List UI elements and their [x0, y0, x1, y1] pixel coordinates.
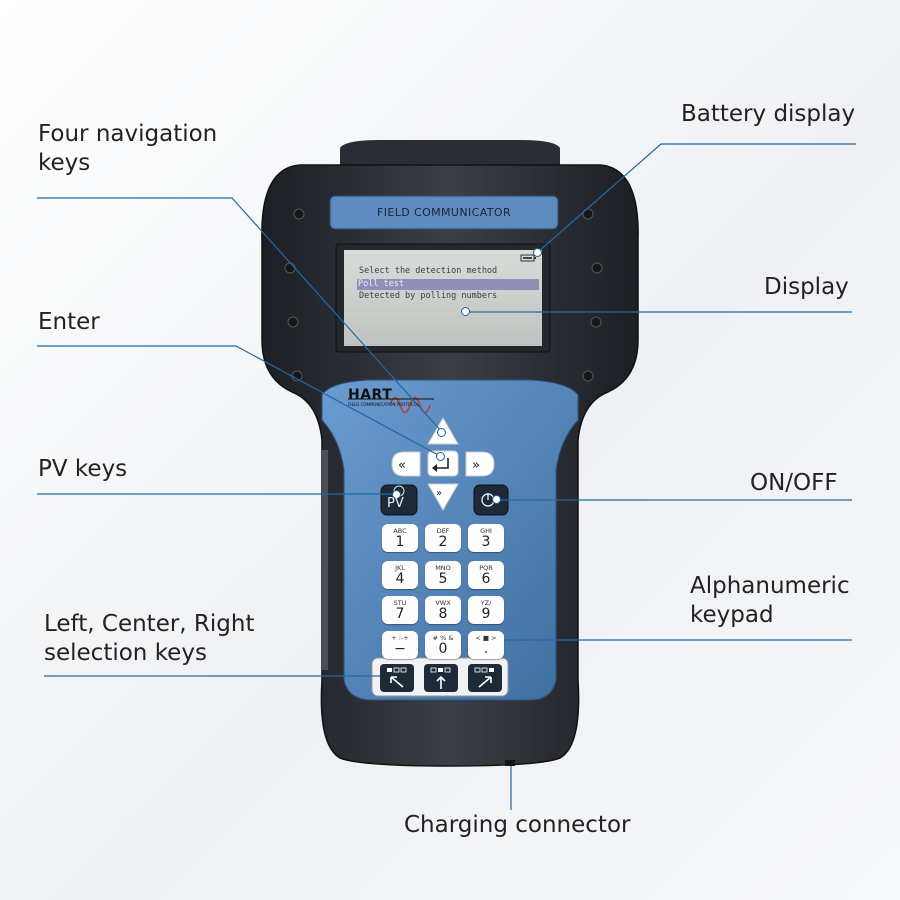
battery-marker: [533, 248, 542, 257]
keypad-key-letters: DEF: [436, 527, 450, 535]
on-off-marker: [492, 495, 501, 504]
keypad-key-letters: # % &: [432, 634, 454, 642]
keypad-key-digit: 0: [438, 641, 448, 657]
label-battery-display: Battery display: [681, 101, 856, 127]
keypad-key-letters: STU: [393, 599, 407, 607]
keypad-key-digit: 8: [438, 606, 448, 622]
enter-marker: [436, 452, 445, 461]
keypad-key-digit: −: [394, 641, 406, 657]
keypad-key-letters: GHI: [480, 527, 492, 535]
pv-marker: [392, 490, 401, 499]
screen-line-2: Poll test: [358, 279, 538, 289]
keypad-key-digit: 2: [438, 534, 448, 550]
keypad-key[interactable]: YZ/9: [468, 596, 504, 624]
label-enter: Enter: [38, 309, 100, 335]
keypad-key[interactable]: + :-+−: [382, 631, 418, 659]
keypad-key[interactable]: < ■ >.: [468, 631, 504, 659]
keypad-key-digit: 3: [481, 534, 491, 550]
brand-strip: FIELD COMMUNICATOR: [333, 198, 555, 227]
screen-line-1: Select the detection method: [359, 266, 498, 276]
screws: [284, 208, 603, 382]
keypad-key-digit: 9: [481, 606, 491, 622]
pv-key-label[interactable]: PV: [387, 496, 404, 511]
keypad-key-digit: 7: [395, 606, 405, 622]
display-marker: [461, 307, 470, 316]
keypad-key-digit: 1: [395, 534, 405, 550]
label-alphanumeric-keypad: Alphanumeric keypad: [690, 573, 850, 628]
label-charging-connector: Charging connector: [404, 812, 631, 838]
screen-line-3: Detected by polling numbers: [359, 291, 498, 301]
svg-text:«: «: [398, 458, 406, 473]
lcd-screen: [344, 250, 542, 346]
keypad-key-letters: VWX: [435, 599, 451, 607]
callout-lines: [37, 143, 856, 810]
keypad-key-digit: 5: [438, 571, 448, 587]
label-four-navigation-keys: Four navigation keys: [38, 121, 218, 176]
keypad-key-letters: < ■ >: [475, 634, 497, 642]
label-pv-keys: PV keys: [38, 456, 128, 482]
keypad-key-letters: MNO: [435, 564, 451, 572]
keypad-key[interactable]: # % &0: [425, 631, 461, 659]
label-display: Display: [764, 274, 849, 300]
hart-logo: HART: [348, 387, 393, 403]
svg-text:»: »: [472, 458, 480, 473]
top-cap: [340, 140, 560, 165]
pv-key: [380, 484, 418, 516]
label-selection-keys: Left, Center, Right selection keys: [44, 611, 255, 666]
keypad-key-digit: 4: [395, 571, 405, 587]
keypad-key-letters: ABC: [393, 527, 407, 535]
keypad-key-letters: JKL: [395, 564, 405, 572]
keypad-key-digit: .: [483, 641, 489, 657]
keypad-key-letters: YZ/: [480, 599, 492, 607]
svg-text:»: »: [436, 488, 442, 499]
nav-keys-marker: [437, 428, 446, 437]
hart-logo-sub: FIELD COMMUNICATION PROTOCOL: [348, 402, 419, 407]
keypad-key-digit: 6: [481, 571, 491, 587]
keypad-key-letters: + :-+: [391, 634, 409, 642]
label-on-off: ON/OFF: [750, 470, 838, 496]
keypad-key-letters: PQR: [479, 564, 493, 572]
